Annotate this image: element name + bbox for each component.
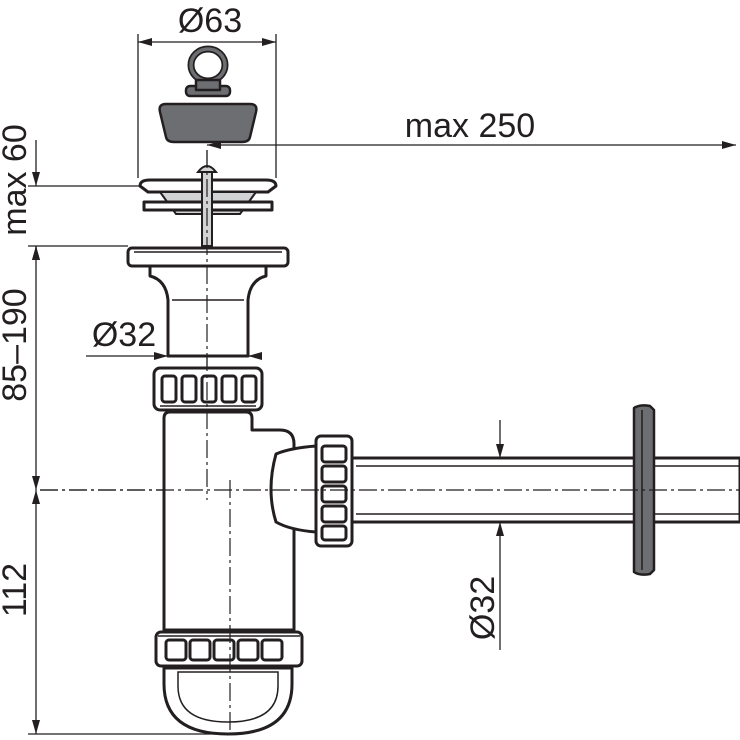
outlet-nut (314, 434, 354, 548)
plug-diameter-label: Ø63 (178, 2, 242, 40)
grating-screw-head (195, 165, 219, 173)
trap-lower-nut (154, 630, 304, 668)
trap-upper-nut (152, 366, 264, 412)
grating (138, 165, 278, 247)
max-horizontal-label: max 250 (405, 107, 535, 145)
dim-max-vertical: max 60 (0, 124, 140, 260)
trap-body (162, 410, 318, 632)
stopper-plug (158, 45, 258, 144)
dim-trap-height: 112 (0, 490, 230, 735)
inlet-diameter-label: Ø32 (92, 316, 156, 354)
plug-body (158, 102, 258, 144)
bottom-cup (162, 666, 294, 736)
dim-outlet-diameter: Ø32 (464, 420, 504, 650)
inlet-flange (126, 246, 290, 268)
max-vertical-label: max 60 (0, 124, 34, 236)
dim-inlet-diameter: Ø32 (86, 316, 262, 360)
dim-plug-diameter: Ø63 (137, 2, 277, 178)
height-range-label: 85–190 (0, 288, 34, 401)
outlet-diameter-label: Ø32 (464, 576, 502, 640)
trap-main-body (162, 410, 296, 632)
dim-max-horizontal: max 250 (207, 107, 736, 149)
trap-height-label: 112 (0, 563, 34, 617)
trap-outlet-stub (269, 444, 318, 534)
trap-bottom-cup (162, 666, 294, 736)
inlet-cone (148, 264, 268, 358)
dim-height-range: 85–190 (0, 246, 40, 490)
